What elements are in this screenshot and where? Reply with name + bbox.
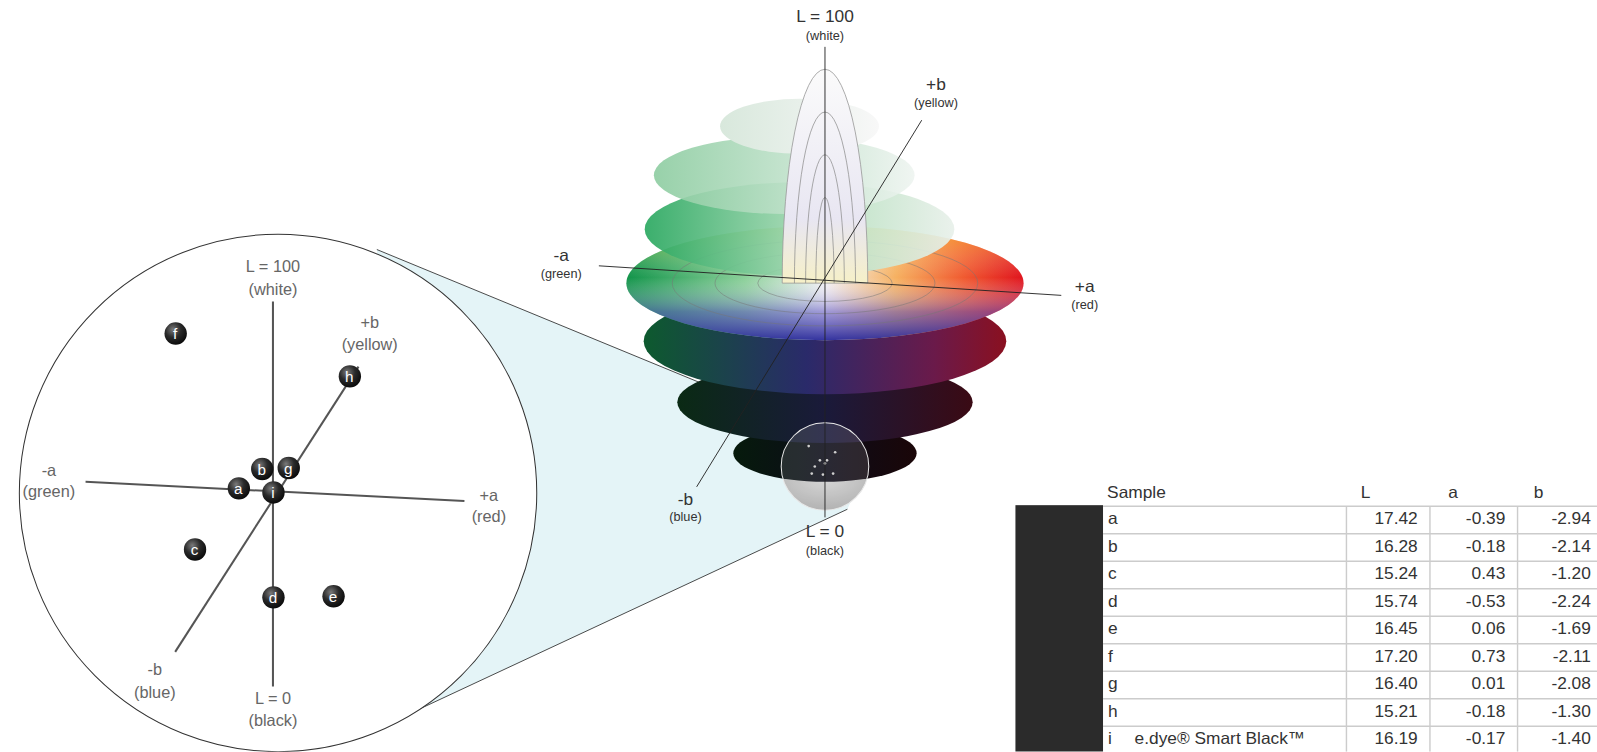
table-cell: b — [1108, 537, 1118, 556]
table-cell: 0.73 — [1472, 647, 1506, 666]
table-cell: 0.43 — [1472, 565, 1506, 584]
table-header: a — [1448, 483, 1458, 502]
table-cell: -2.11 — [1553, 647, 1591, 666]
axis-label: +a — [480, 487, 499, 505]
axis-note: (green) — [541, 268, 582, 282]
table-header: L — [1361, 483, 1371, 502]
axis-label: -b — [148, 661, 162, 679]
sphere-fill — [251, 457, 273, 479]
axis-label: +a — [1075, 278, 1095, 297]
sample-sphere: i — [261, 480, 284, 503]
table-header: b — [1534, 483, 1544, 502]
table-cell: -1.30 — [1551, 702, 1590, 721]
table-cell: -0.53 — [1466, 592, 1505, 611]
sample-sphere: h — [338, 364, 361, 387]
sample-letter: h — [338, 364, 361, 387]
table-cell: a — [1108, 510, 1118, 529]
table-cell: -0.18 — [1466, 702, 1505, 721]
table-cell: -1.69 — [1551, 620, 1590, 639]
sample-letter: e — [321, 584, 344, 607]
axis-label: -a — [42, 462, 56, 480]
table-cell: 17.20 — [1374, 647, 1417, 666]
axis-label: -b — [678, 491, 693, 510]
table-cell: -2.14 — [1551, 537, 1590, 556]
table-cell: -0.18 — [1466, 537, 1505, 556]
sample-letter: b — [250, 457, 273, 480]
axis-label: L = 100 — [246, 258, 300, 276]
sample-sphere: f — [163, 321, 186, 344]
table-cell: 16.40 — [1374, 675, 1417, 694]
sample-letter: i — [261, 480, 284, 503]
table-cell: 16.19 — [1374, 730, 1417, 749]
axis-note: (white) — [806, 30, 844, 44]
table-cell: c — [1108, 565, 1117, 584]
sample-sphere: a — [227, 476, 250, 499]
sphere-fill — [277, 456, 299, 478]
sphere-fill — [183, 538, 205, 560]
table-cell: e — [1108, 620, 1118, 639]
table-header: Sample — [1107, 483, 1166, 502]
axis-label: -a — [553, 247, 568, 266]
table-cell: -0.39 — [1466, 510, 1505, 529]
table-cell: 0.06 — [1472, 620, 1506, 639]
table-cell: d — [1108, 592, 1118, 611]
sphere-fill — [262, 481, 284, 503]
table-cell: -1.40 — [1551, 730, 1590, 749]
sample-letter: g — [277, 456, 300, 479]
axis-label: L = 0 — [806, 523, 844, 542]
table-cell: 15.24 — [1374, 565, 1417, 584]
axis-label: L = 100 — [796, 8, 854, 27]
table-cell: 15.21 — [1374, 702, 1417, 721]
sample-letter: d — [261, 585, 284, 608]
table-cell: g — [1108, 675, 1118, 694]
axis-note: (yellow) — [914, 97, 958, 111]
axis-note: (black) — [806, 545, 844, 559]
axis-note: (red) — [1071, 299, 1098, 313]
table-cell: 16.28 — [1374, 537, 1417, 556]
axis-note: (blue) — [134, 684, 176, 702]
axis-note: (black) — [249, 712, 298, 730]
table-cell: -2.94 — [1551, 510, 1590, 529]
axis-label: +b — [360, 314, 379, 332]
sample-sphere: b — [250, 457, 273, 480]
table-cell: i — [1108, 730, 1112, 749]
sample-sphere: d — [261, 585, 284, 608]
axis-note: (white) — [249, 280, 298, 298]
axis-note: (yellow) — [342, 335, 398, 353]
axis-label: +b — [926, 76, 946, 95]
sample-sphere: e — [321, 584, 344, 607]
axis-note: (red) — [472, 507, 506, 525]
table-cell: 15.74 — [1374, 592, 1417, 611]
table-cell: -1.20 — [1551, 565, 1590, 584]
table-cell: -2.24 — [1551, 592, 1590, 611]
sphere-fill — [227, 477, 249, 499]
axis-label: L = 0 — [255, 690, 291, 708]
table-cell: -2.08 — [1551, 675, 1590, 694]
sphere-fill — [164, 322, 186, 344]
sphere-fill — [338, 365, 360, 387]
sample-letter: f — [163, 321, 186, 344]
table-cell: -0.17 — [1466, 730, 1505, 749]
sphere-fill — [262, 586, 284, 608]
table-cell: 16.45 — [1374, 620, 1417, 639]
table-cell: 17.42 — [1374, 510, 1417, 529]
table-cell: 0.01 — [1472, 675, 1506, 694]
table-cell: f — [1108, 647, 1113, 666]
sample-sphere: c — [183, 537, 206, 560]
sample-letter: c — [183, 537, 206, 560]
sphere-fill — [322, 585, 344, 607]
table-cell: e.dye® Smart Black™ — [1135, 730, 1306, 749]
sample-letter: a — [227, 476, 250, 499]
sample-sphere: g — [277, 456, 300, 479]
axis-note: (blue) — [669, 510, 702, 524]
axis-note: (green) — [23, 483, 76, 501]
table-cell: h — [1108, 702, 1118, 721]
